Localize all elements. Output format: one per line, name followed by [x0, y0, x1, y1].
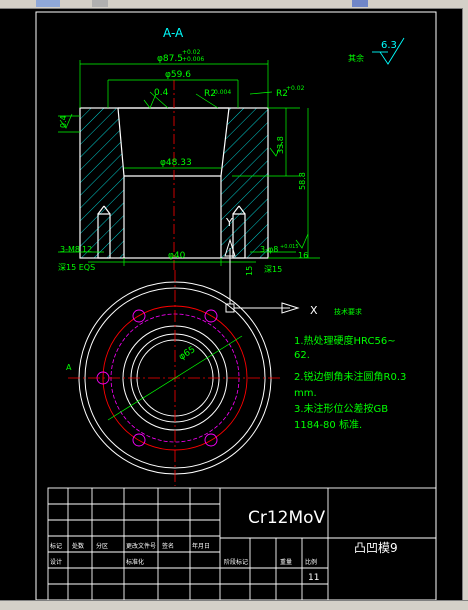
dim-left-step: 0.4: [59, 115, 68, 128]
title-row-label-2: 分区: [96, 542, 108, 550]
title-page-number: 11: [308, 573, 319, 583]
label-a-marker: A: [66, 363, 72, 372]
dim-height-58: 58.8: [298, 172, 307, 190]
top-view-diameter-leader: [107, 335, 243, 421]
dim-h16: 16: [298, 251, 308, 260]
title-row-label-b1: 重量: [280, 558, 292, 566]
toolbar: [0, 0, 468, 9]
title-row-label-b0: 阶段标记: [224, 558, 248, 566]
dim-bolt-right-tol: +0.015: [280, 244, 299, 250]
toolbar-icon-right[interactable]: [352, 0, 368, 7]
horizontal-scrollbar[interactable]: [0, 600, 468, 610]
tech-req-title: 技术要求: [334, 307, 362, 316]
title-row-label-5: 年月日: [192, 542, 210, 550]
dim-top-outer-tol-lower: +0.006: [182, 56, 204, 63]
dim-d40: φ40: [168, 251, 186, 261]
title-row-label-1: 处数: [72, 542, 84, 550]
roughness-value: 6.3: [381, 40, 397, 51]
toolbar-icon-tool[interactable]: [92, 0, 108, 7]
vertical-scrollbar[interactable]: [462, 8, 468, 600]
title-designer: 设计: [50, 558, 62, 566]
ucs-axis-y: Y: [225, 216, 233, 229]
dim-bolt-left-depth: 12: [82, 245, 92, 254]
dim-top-outer: φ87.5: [157, 54, 183, 64]
tech-req-line-3: 2.锐边倒角未注圆角R0.3: [294, 370, 406, 383]
title-row-label-b2: 比例: [305, 558, 317, 566]
roughness-marks-small: [59, 93, 309, 249]
roughness-note: 其余: [348, 53, 364, 63]
section-dimensions: [58, 60, 320, 266]
roughness-symbol: [372, 37, 405, 65]
tech-req-line-6: 1184-80 标准.: [294, 419, 362, 431]
dim-bolt-left-2: 深15 EQS: [58, 263, 95, 272]
ucs-icon: [224, 238, 300, 314]
tech-req-line-4: mm.: [294, 388, 317, 399]
title-standard: 标准化: [126, 558, 144, 566]
title-row-label-3: 更改文件号: [126, 542, 156, 550]
section-hatch-left: [80, 108, 124, 258]
section-outline: [79, 107, 269, 259]
cad-drawing-canvas: A-A: [35, 11, 437, 600]
dim-top-outer-tol-upper: +0.02: [182, 49, 201, 56]
toolbar-icon-left[interactable]: [36, 0, 60, 7]
title-material: Cr12MoV: [248, 508, 326, 528]
dim-h15: 15: [245, 266, 254, 276]
ucs-axis-x: X: [310, 304, 318, 317]
dim-top-inner: φ59.6: [165, 70, 191, 80]
dim-angle-callout: 0.4: [154, 88, 169, 98]
dim-bolt-right-depth: 深15: [264, 265, 282, 274]
title-row-label-0: 标记: [50, 542, 62, 550]
tech-req-line-1: 1.热处理硬度HRC56~: [294, 334, 396, 347]
tech-req-line-5: 3.未注形位公差按GB: [294, 402, 388, 415]
title-block-grid: [47, 487, 437, 600]
dim-bore: φ48.33: [160, 158, 192, 168]
section-label: A-A: [163, 26, 184, 40]
dim-r-tol: 0.004: [214, 89, 231, 96]
dim-r2-callout: R2: [276, 89, 288, 99]
tech-req-line-2: 62.: [294, 350, 310, 361]
dim-r2-tol: +0.02: [286, 85, 305, 92]
dim-d65: φ65: [177, 345, 197, 363]
drawing-frame: [35, 11, 437, 600]
dim-bolt-left: 3-M8: [60, 245, 80, 254]
dim-r-callout: R2: [204, 89, 216, 99]
title-row-label-4: 签名: [162, 542, 174, 550]
dim-bolt-right: 3-φ8: [260, 245, 278, 254]
title-part-name: 凸凹模9: [354, 541, 398, 555]
